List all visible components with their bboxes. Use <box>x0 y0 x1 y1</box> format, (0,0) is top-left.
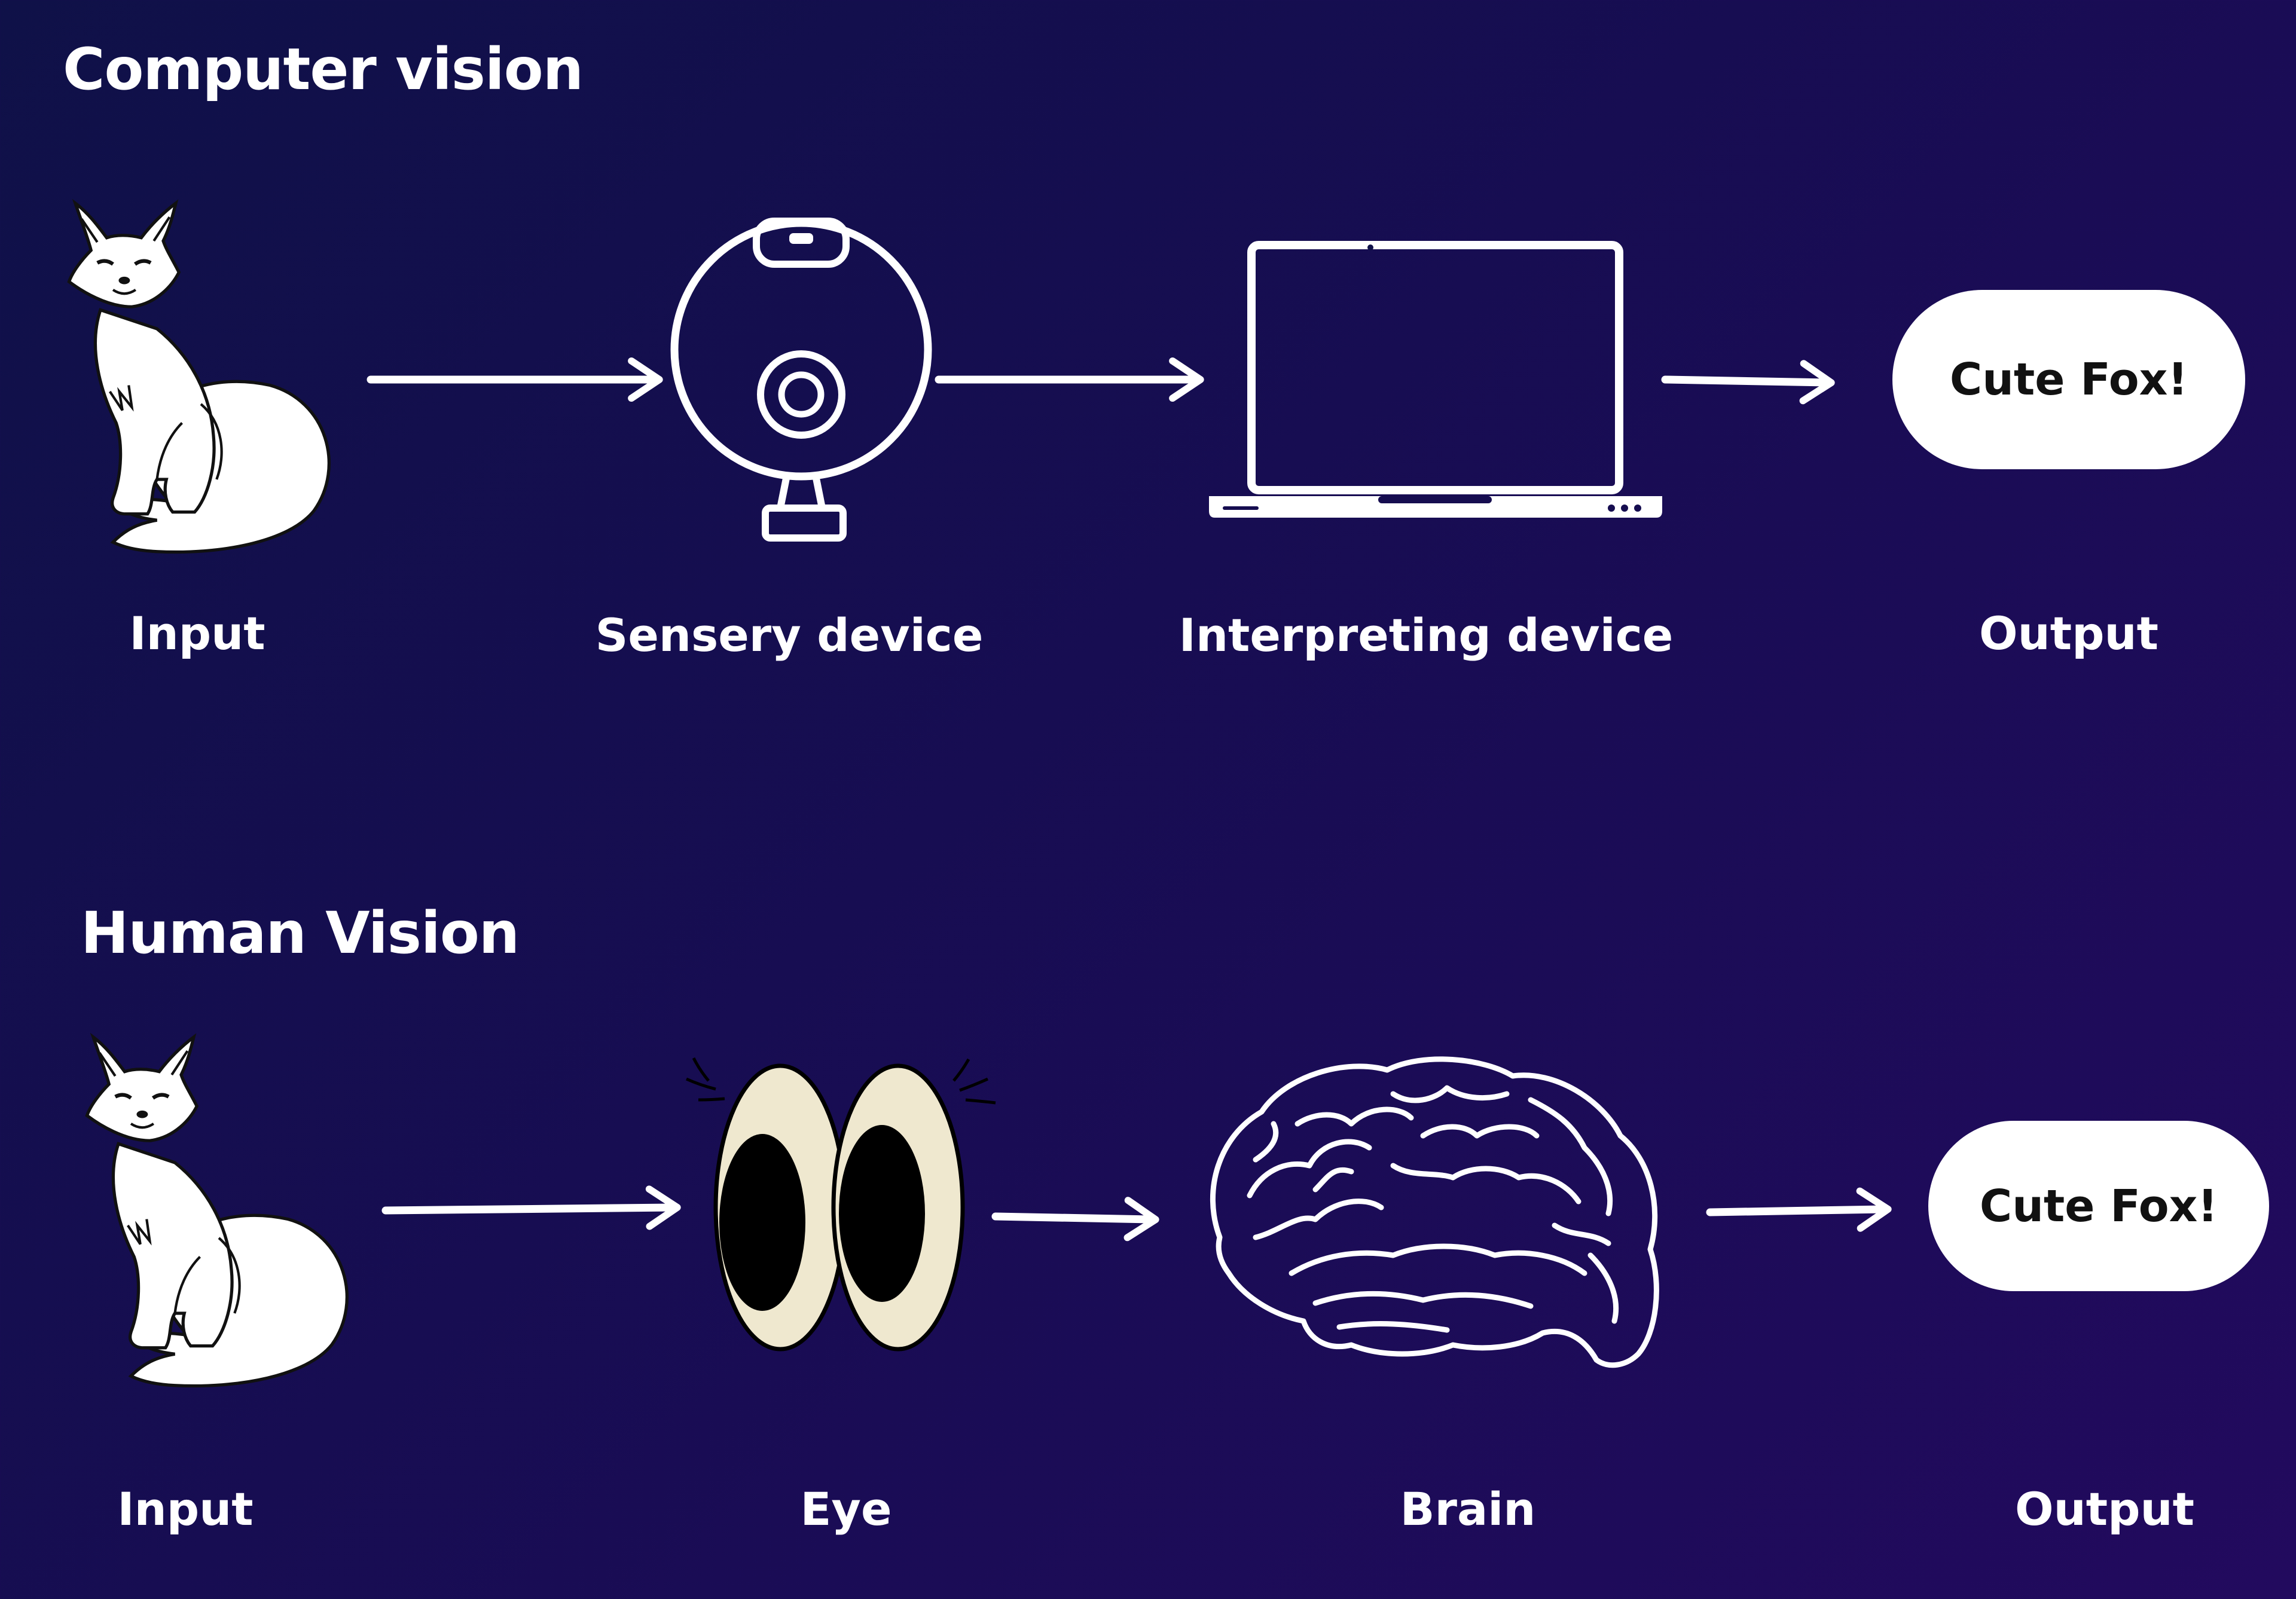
laptop-icon <box>1209 241 1662 518</box>
arrow-icon <box>1661 360 1835 405</box>
label-output: Output <box>1979 607 2158 660</box>
output-pill: Cute Fox! <box>1928 1121 2269 1291</box>
fox-icon <box>87 1037 347 1386</box>
label-brain: Brain <box>1400 1482 1536 1536</box>
arrow-icon <box>1706 1187 1892 1232</box>
label-input: Input <box>117 1482 254 1536</box>
label-eye: Eye <box>800 1482 892 1536</box>
brain-icon <box>1210 1056 1659 1368</box>
fox-icon <box>69 203 329 552</box>
computer-vision-title: Computer vision <box>63 36 584 103</box>
webcam-icon <box>670 218 932 542</box>
human-vision-title: Human Vision <box>81 900 520 967</box>
output-text: Cute Fox! <box>1979 1180 2218 1232</box>
arrow-icon <box>991 1197 1159 1242</box>
label-input: Input <box>129 607 265 660</box>
arrow-icon <box>381 1185 681 1230</box>
output-text: Cute Fox! <box>1949 354 2188 405</box>
label-output: Output <box>2015 1482 2194 1536</box>
eyes-icon <box>685 1057 996 1352</box>
output-pill: Cute Fox! <box>1892 290 2245 469</box>
label-sensory-device: Sensery device <box>595 609 984 662</box>
label-interpreting-device: Interpreting device <box>1178 609 1674 662</box>
